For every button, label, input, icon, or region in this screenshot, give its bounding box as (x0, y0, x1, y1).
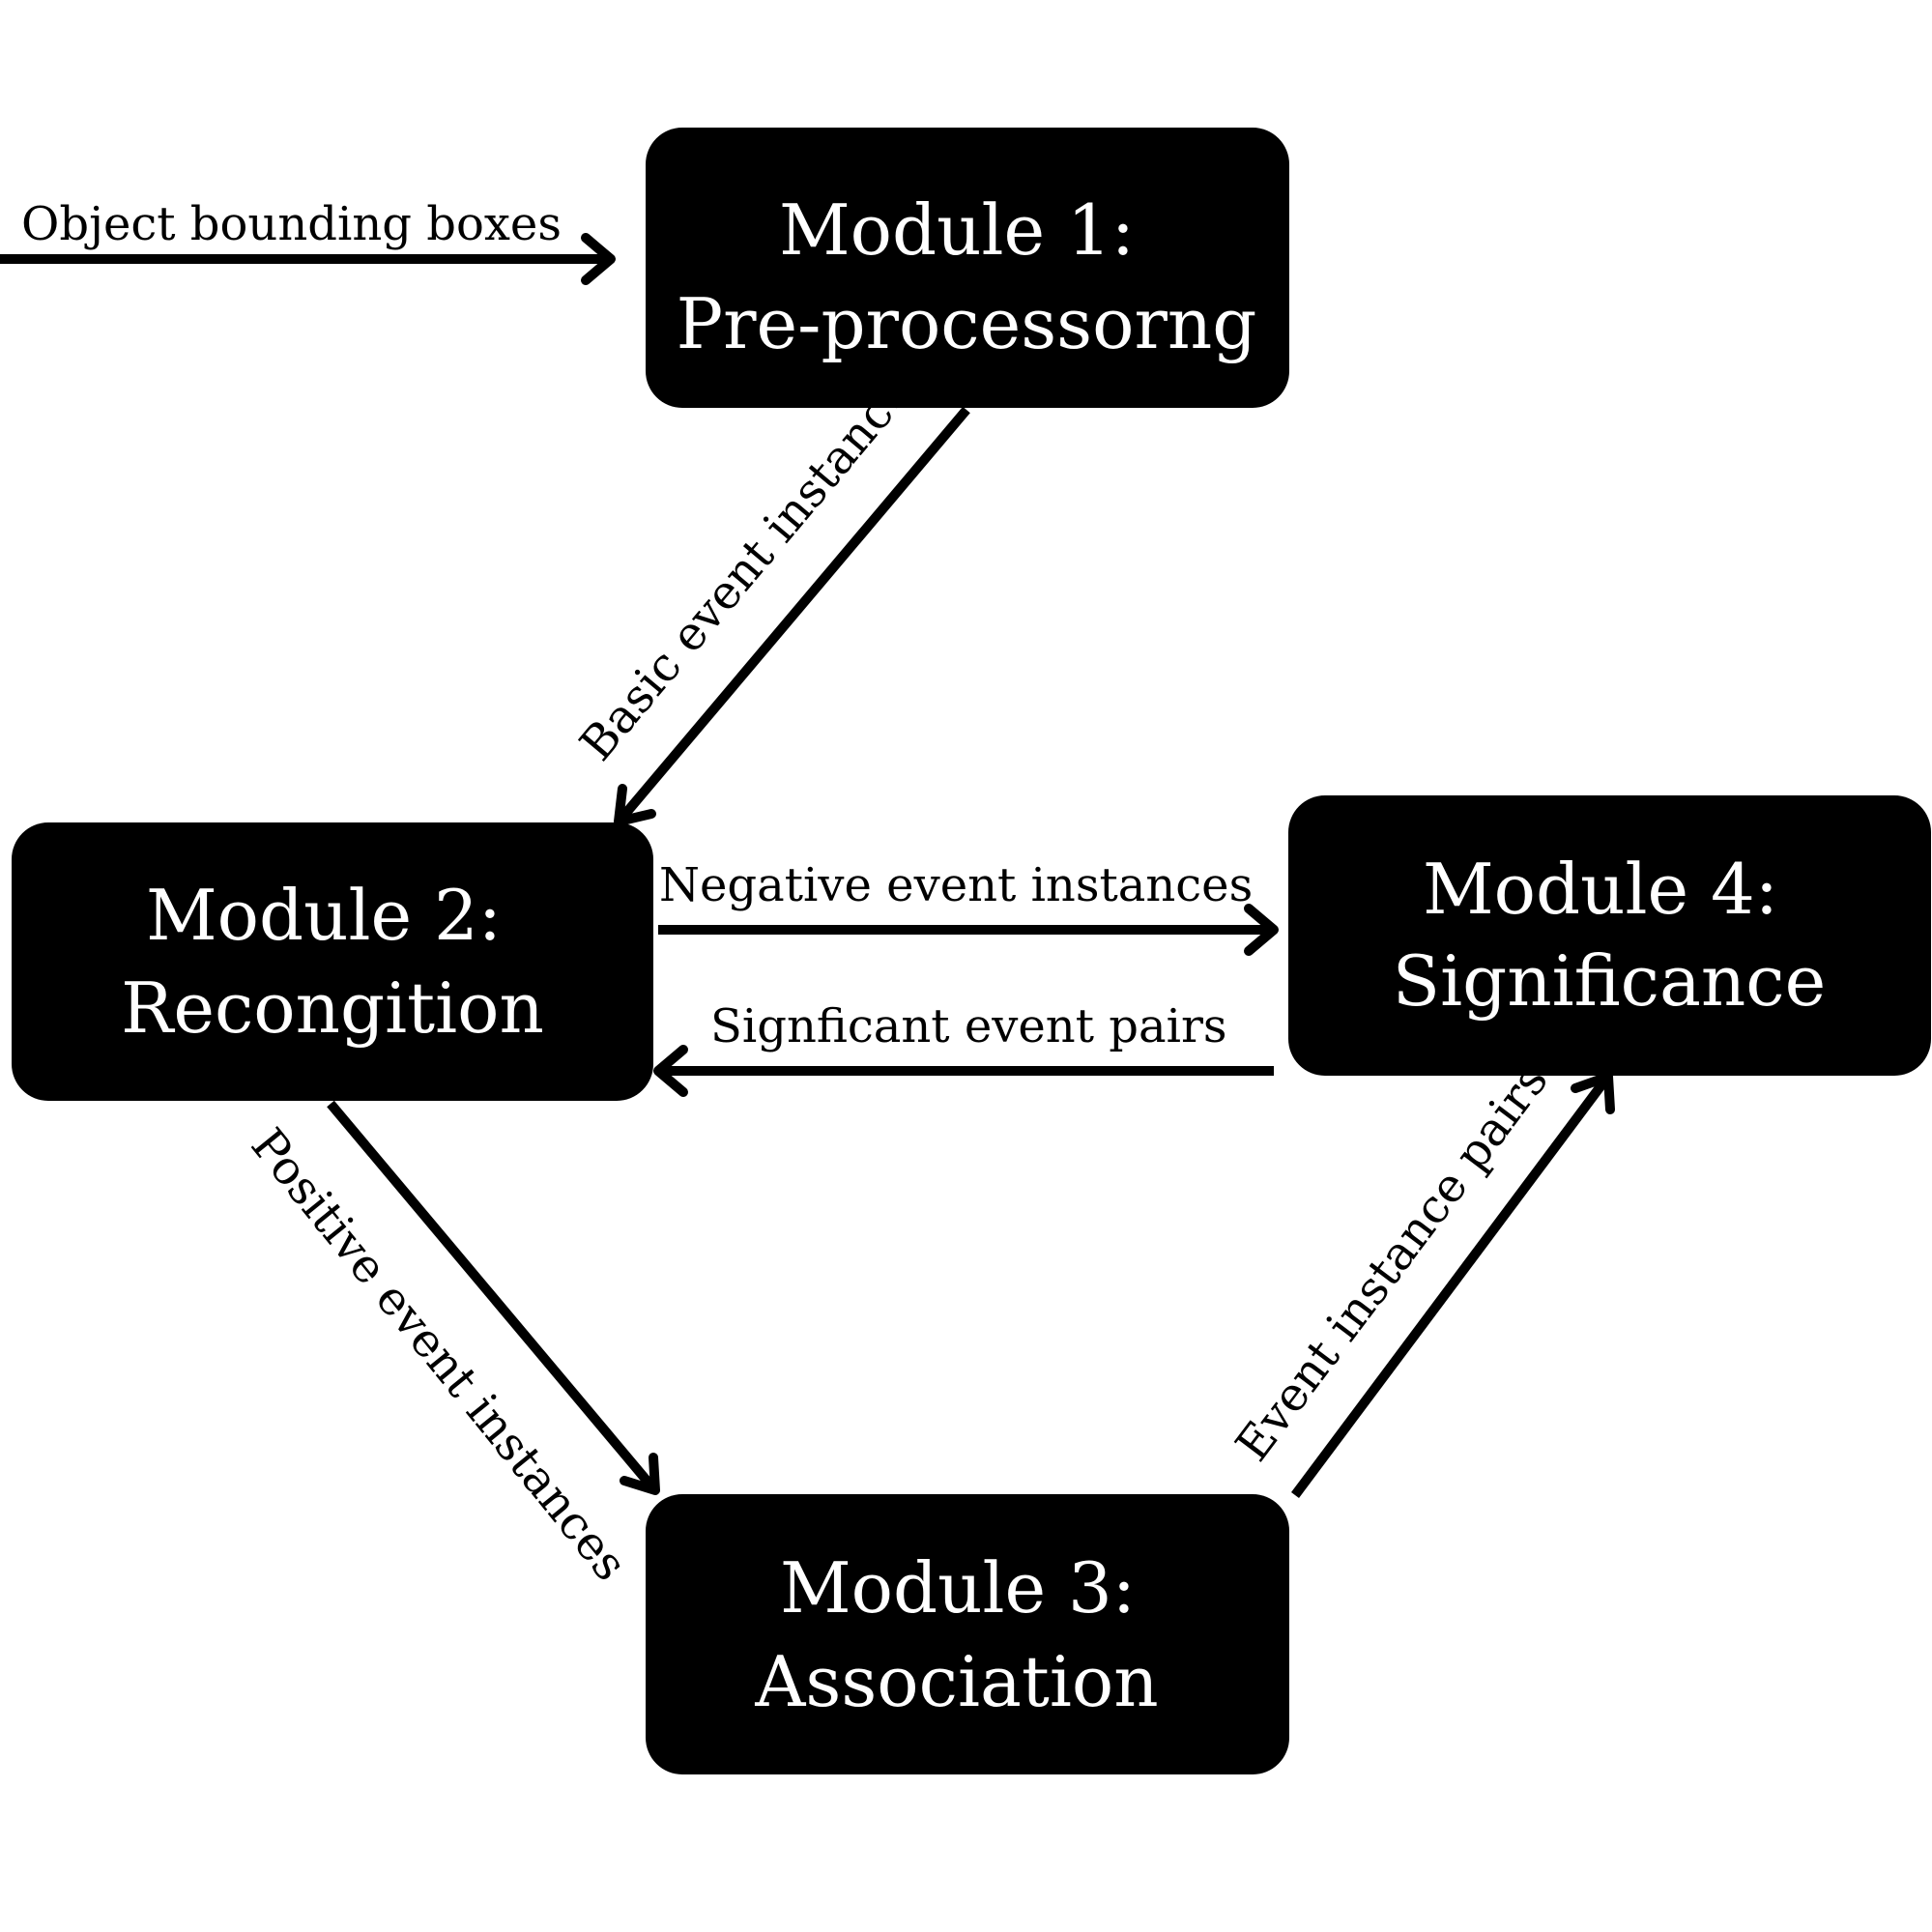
module-4-title: Module 4: (1423, 849, 1778, 930)
edge-m1-m2 (614, 406, 970, 826)
label-basic-event-instances: Basic event instances (569, 348, 937, 771)
module-2-subtitle: Recongition (121, 967, 544, 1049)
edge-m2-m4 (658, 904, 1279, 956)
module-4-box: Module 4: Significance (1288, 795, 1931, 1076)
module-3-subtitle: Association (754, 1641, 1158, 1722)
edge-m2-m3 (327, 1100, 660, 1495)
label-positive-event-instances: Positive event instances (241, 1118, 638, 1591)
label-negative-event-instances: Negative event instances (659, 858, 1253, 912)
module-2-box: Module 2: Recongition (12, 822, 653, 1101)
edge-m3-m4 (1290, 1072, 1615, 1498)
module-2-title: Module 2: (146, 875, 502, 956)
module-1-box: Module 1: Pre-processorng (646, 128, 1289, 408)
label-object-bounding-boxes: Object bounding boxes (21, 197, 562, 251)
label-event-instance-pairs: Event instance pairs (1226, 1053, 1559, 1471)
module-3-title: Module 3: (780, 1547, 1136, 1629)
edge-m4-m2 (653, 1045, 1274, 1097)
edge-input (0, 233, 616, 285)
module-1-title: Module 1: (779, 189, 1135, 271)
module-1-subtitle: Pre-processorng (677, 283, 1257, 364)
module-4-subtitle: Significance (1393, 940, 1826, 1022)
label-significant-event-pairs: Signficant event pairs (710, 999, 1227, 1053)
module-3-box: Module 3: Association (646, 1494, 1289, 1774)
